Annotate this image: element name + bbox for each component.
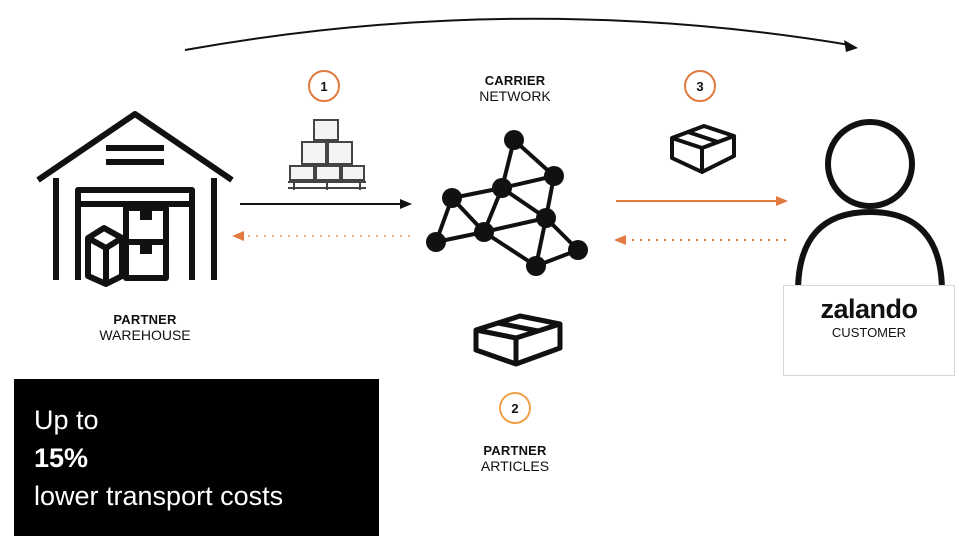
customer-label: CUSTOMER bbox=[831, 325, 907, 340]
articles-box-icon bbox=[473, 313, 563, 367]
customer-person-icon bbox=[795, 119, 945, 292]
carrier-title: CARRIER bbox=[484, 73, 546, 88]
callout-percentage: 15% bbox=[34, 443, 89, 473]
step-2-number: 2 bbox=[511, 400, 519, 416]
top-curved-arrow bbox=[184, 17, 858, 52]
step-3-number: 3 bbox=[696, 78, 704, 94]
arrow-warehouse-to-carrier bbox=[240, 199, 412, 209]
step-1-badge: 1 bbox=[308, 70, 340, 102]
customer-card: zalando CUSTOMER bbox=[783, 285, 955, 376]
savings-callout: Up to 15% lower transport costs bbox=[14, 379, 379, 536]
warehouse-label: PARTNER WAREHOUSE bbox=[60, 312, 230, 343]
step-3-badge: 3 bbox=[684, 70, 716, 102]
parcel-icon bbox=[670, 124, 736, 174]
articles-label: PARTNER ARTICLES bbox=[440, 443, 590, 474]
articles-title: PARTNER bbox=[483, 443, 547, 458]
network-icon bbox=[426, 130, 588, 276]
zalando-logo: zalando bbox=[820, 294, 918, 324]
return-arrow-to-carrier bbox=[614, 235, 788, 245]
callout-line-3: lower transport costs bbox=[34, 481, 284, 511]
return-arrow-to-warehouse bbox=[232, 231, 416, 241]
arrow-carrier-to-customer bbox=[616, 196, 788, 206]
step-1-number: 1 bbox=[320, 78, 328, 94]
carrier-label: CARRIER NETWORK bbox=[440, 73, 590, 104]
carrier-subtitle: NETWORK bbox=[479, 88, 551, 104]
warehouse-title: PARTNER bbox=[113, 312, 177, 327]
warehouse-subtitle: WAREHOUSE bbox=[99, 327, 191, 343]
step-2-badge: 2 bbox=[499, 392, 531, 424]
articles-subtitle: ARTICLES bbox=[480, 458, 550, 474]
callout-line-1: Up to bbox=[34, 405, 99, 435]
warehouse-icon bbox=[36, 111, 234, 287]
pallet-boxes-icon bbox=[288, 119, 366, 190]
